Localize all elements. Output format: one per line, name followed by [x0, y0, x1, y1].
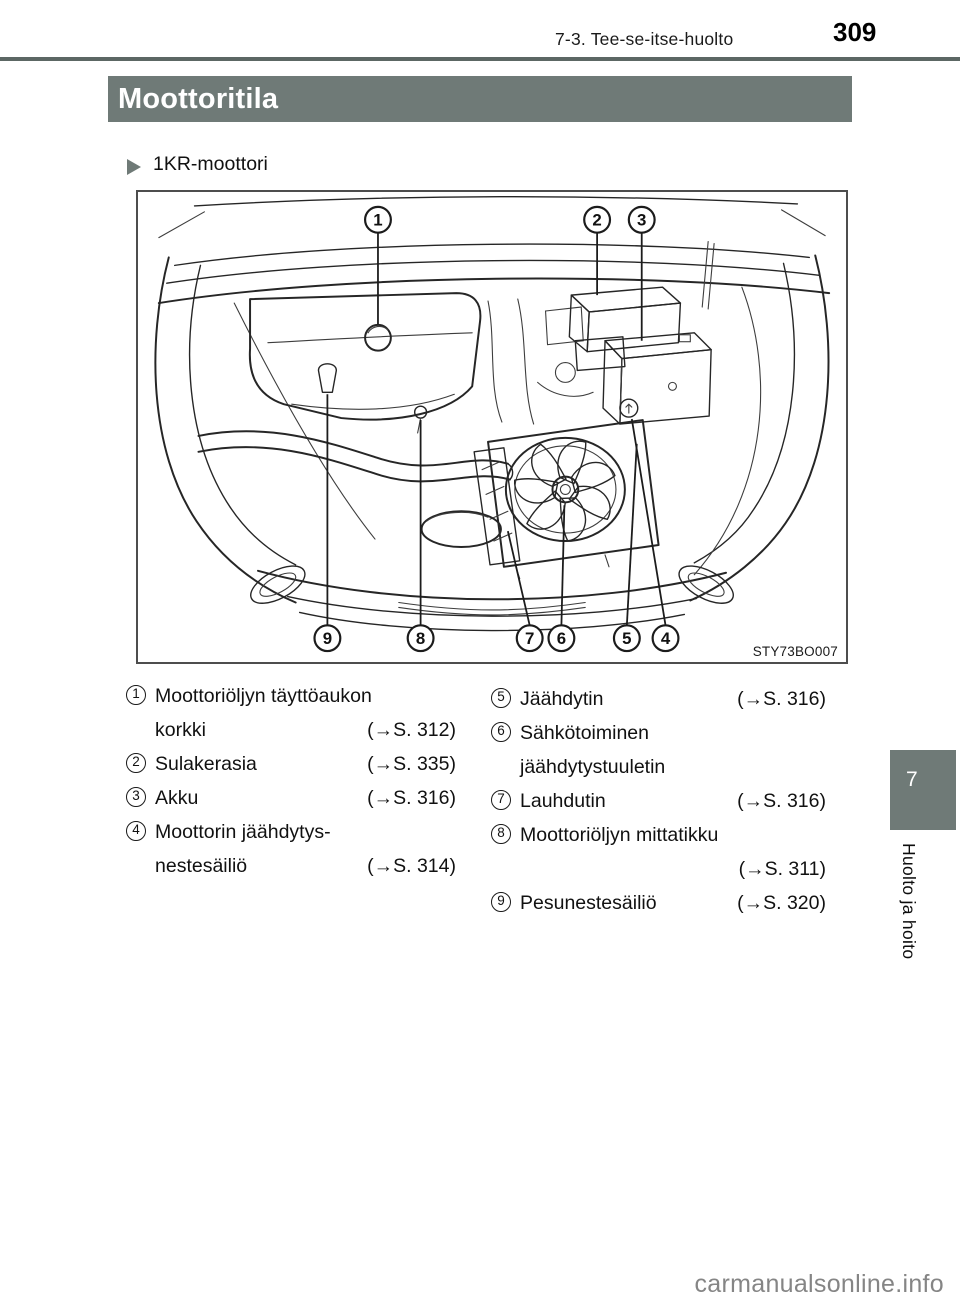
intake-duct — [197, 430, 514, 483]
legend-item: 7 Lauhdutin (→S. 316) — [491, 784, 826, 818]
callout-1: 1 — [373, 211, 382, 230]
callout-7: 7 — [525, 629, 534, 648]
legend-page-ref: (→S. 320) — [737, 892, 826, 914]
legend-number: 3 — [126, 787, 146, 807]
legend-page-ref: (→S. 335) — [367, 753, 456, 775]
legend-number: 9 — [491, 892, 511, 912]
legend-number: 5 — [491, 688, 511, 708]
legend-number: 2 — [126, 753, 146, 773]
engine-variant-label: 1KR-moottori — [153, 153, 268, 175]
callout-2: 2 — [592, 211, 601, 230]
coolant-reservoir-cap — [619, 398, 639, 418]
legend-label: Lauhdutin — [520, 790, 606, 812]
bumper-lines — [257, 569, 727, 632]
legend-label: korkki — [155, 719, 206, 741]
legend-page-ref: (→S. 316) — [367, 787, 456, 809]
legend-label: nestesäiliö — [155, 855, 248, 877]
leader-lines — [326, 232, 667, 626]
legend-label: Jäähdytin — [520, 688, 604, 710]
watermark-text: carmanualsonline.info — [694, 1270, 944, 1298]
legend-label: Sulakerasia — [155, 753, 257, 775]
legend-label: Moottoriöljyn täyttöaukon — [155, 685, 372, 707]
legend-item: 2 Sulakerasia (→S. 335) — [126, 747, 456, 781]
battery — [602, 332, 712, 425]
fender-lines — [154, 254, 830, 604]
legend-page-ref: (→S. 316) — [737, 790, 826, 812]
engine-bay-figure: 1 2 3 9 8 7 6 5 4 STY73BO007 — [136, 190, 848, 664]
callout-3: 3 — [637, 211, 646, 230]
cowl-lines — [157, 195, 831, 310]
legend-right-column: 5 Jäähdytin (→S. 316) 6 Sähkötoiminen jä… — [491, 682, 826, 920]
legend-item: 5 Jäähdytin (→S. 316) — [491, 682, 826, 716]
chapter-title-vertical: Huolto ja hoito — [899, 843, 919, 960]
legend-item: 4 Moottorin jäähdytys- nestesäiliö (→S. … — [126, 815, 456, 883]
legend-item: 6 Sähkötoiminen jäähdytystuuletin — [491, 716, 826, 784]
legend-item: 3 Akku (→S. 316) — [126, 781, 456, 815]
legend-item: 9 Pesunestesäiliö (→S. 320) — [491, 886, 826, 920]
legend-left-column: 1 Moottoriöljyn täyttöaukon korkki (→S. … — [126, 679, 456, 883]
legend-item: 8 Moottoriöljyn mittatikku (→S. 311) — [491, 818, 826, 886]
legend-number: 4 — [126, 821, 146, 841]
legend-number: 8 — [491, 824, 511, 844]
header-rule — [0, 57, 960, 61]
legend-label: Akku — [155, 787, 199, 809]
callout-5: 5 — [622, 629, 631, 648]
legend-label: Sähkötoiminen — [520, 722, 649, 744]
legend-label: Moottorin jäähdytys- — [155, 821, 331, 843]
legend-page-ref: (→S. 312) — [367, 719, 456, 741]
washer-filler-cap — [317, 363, 338, 393]
section-breadcrumb: 7-3. Tee-se-itse-huolto — [555, 29, 734, 49]
title-bar: Moottoritila — [108, 76, 852, 122]
legend-label: Moottoriöljyn mittatikku — [520, 824, 719, 846]
chapter-number: 7 — [906, 768, 918, 791]
figure-callouts: 1 2 3 9 8 7 6 5 4 — [313, 205, 680, 653]
fan-blades — [514, 440, 616, 542]
legend-item: 1 Moottoriöljyn täyttöaukon korkki (→S. … — [126, 679, 456, 747]
legend-page-ref: (→S. 311) — [738, 858, 826, 880]
callout-8: 8 — [416, 629, 425, 648]
legend-number: 1 — [126, 685, 146, 705]
figure-code: STY73BO007 — [752, 644, 838, 659]
legend-number: 7 — [491, 790, 511, 810]
headlamp-left — [250, 565, 306, 604]
engine-bay-drawing: 1 2 3 9 8 7 6 5 4 — [154, 195, 831, 653]
page-number: 309 — [833, 17, 877, 47]
legend-page-ref: (→S. 316) — [737, 688, 826, 710]
legend-label: jäähdytystuuletin — [520, 756, 666, 778]
headlamp-right — [678, 565, 734, 604]
callout-9: 9 — [323, 629, 332, 648]
legend-page-ref: (→S. 314) — [367, 855, 456, 877]
fuse-box — [568, 286, 682, 372]
cooling-fan-assembly — [420, 419, 660, 580]
callout-4: 4 — [661, 629, 671, 648]
callout-6: 6 — [557, 629, 566, 648]
engine-cover — [248, 292, 482, 421]
legend-number: 6 — [491, 722, 511, 742]
legend-label: Pesunestesäiliö — [520, 892, 657, 914]
bullet-arrow-icon — [127, 159, 141, 175]
chapter-tab: 7 — [890, 750, 956, 830]
page-title: Moottoritila — [118, 83, 279, 115]
